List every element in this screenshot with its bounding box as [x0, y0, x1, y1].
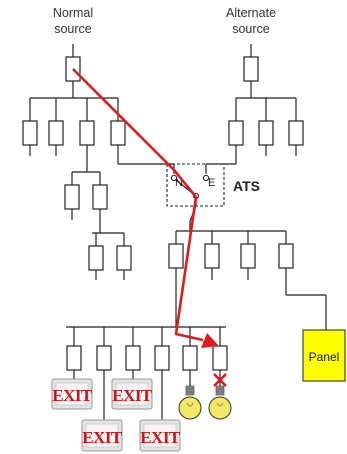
- exit-sign-icon: EXIT: [81, 419, 123, 452]
- light-bulb-icon: [208, 385, 232, 420]
- sub-feeder-breaker: [92, 184, 108, 210]
- alternate-source-label-line2: source: [232, 22, 270, 36]
- alternate-feeder-breaker: [258, 120, 274, 146]
- branch-circuit-breaker: [182, 345, 198, 371]
- exit-sign-text: EXIT: [112, 386, 153, 405]
- exit-sign-icon: EXIT: [111, 378, 153, 410]
- panel-label: Panel: [309, 350, 340, 364]
- panel: Panel: [302, 329, 346, 382]
- normal-feeder-breaker: [79, 120, 95, 146]
- emergency-feeder-breaker: [204, 243, 220, 269]
- fault-path: [72, 68, 219, 348]
- branch-circuit-panel: [66, 326, 228, 420]
- branch-circuit-breaker: [96, 345, 112, 371]
- light-bulb-icon: [178, 385, 202, 420]
- normal-feeder-breaker: [22, 120, 38, 146]
- emergency-distribution: [168, 221, 327, 330]
- x-mark-icon: [213, 373, 227, 387]
- branch-breaker: [88, 245, 104, 271]
- normal-source-label-line2: source: [54, 22, 92, 36]
- ats-normal-label: N: [175, 177, 183, 189]
- sub-feeder-breaker: [64, 184, 80, 210]
- branch-circuit-breaker: [212, 345, 228, 371]
- ats-emergency-label: E: [208, 177, 215, 189]
- emergency-feeder-breaker: [240, 243, 256, 269]
- ats-label: ATS: [233, 178, 260, 194]
- emergency-feeder-breaker: [168, 243, 184, 269]
- alternate-source-branch: [205, 44, 304, 174]
- alternate-source-breaker: [243, 56, 259, 82]
- arrowhead-icon: [201, 333, 219, 348]
- exit-sign-icon: EXIT: [139, 419, 181, 452]
- alternate-source-label-line1: Alternate: [226, 6, 276, 20]
- branch-circuit-breaker: [66, 345, 82, 371]
- normal-feeder-breaker: [110, 120, 126, 146]
- branch-circuit-breaker: [125, 345, 141, 371]
- exit-sign-icon: EXIT: [51, 378, 93, 410]
- emergency-feeder-breaker: [278, 243, 294, 269]
- normal-feeder-breaker: [48, 120, 64, 146]
- branch-breaker: [116, 245, 132, 271]
- normal-source-branch: [22, 44, 175, 280]
- ats-switch: N E ATS: [166, 163, 260, 222]
- branch-circuit-breaker: [154, 345, 170, 371]
- exit-sign-text: EXIT: [52, 386, 93, 405]
- exit-sign-text: EXIT: [140, 428, 181, 447]
- alternate-feeder-breaker: [288, 120, 304, 146]
- exit-sign-text: EXIT: [82, 428, 123, 447]
- normal-source-label-line1: Normal: [53, 6, 93, 20]
- panel-box: [302, 329, 346, 382]
- alternate-feeder-breaker: [228, 120, 244, 146]
